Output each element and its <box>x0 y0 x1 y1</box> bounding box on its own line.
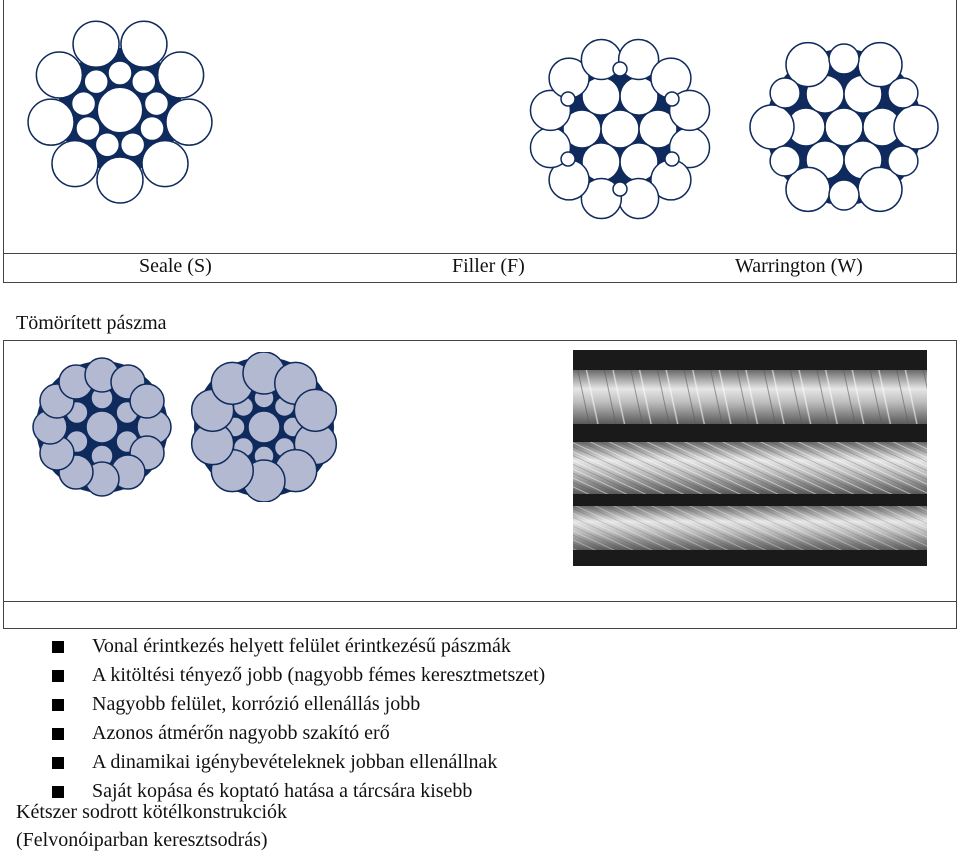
wire-cross-section <box>824 107 864 147</box>
wire-cross-section <box>107 60 133 86</box>
wire-cross-section <box>560 91 576 107</box>
wire-cross-section <box>293 388 338 433</box>
list-item: Nagyobb felület, korrózió ellenállás job… <box>52 690 545 719</box>
compact-caption-row <box>3 601 957 629</box>
warrington-strand-figure <box>749 41 939 213</box>
wire-cross-section <box>887 145 919 177</box>
wire-cross-section <box>769 77 801 109</box>
wire-cross-section <box>580 177 623 220</box>
bullet-square-icon <box>52 669 64 682</box>
warrington-label: Warrington (W) <box>735 255 863 277</box>
advantages-list: Vonal érintkezés helyett felület érintke… <box>52 632 545 806</box>
seale-strand-figure <box>25 15 215 205</box>
wire-cross-section <box>638 109 678 149</box>
list-item: A kitöltési tényező jobb (nagyobb fémes … <box>52 661 545 690</box>
wire-cross-section <box>887 77 919 109</box>
strand-label-row <box>3 253 957 283</box>
wire-cross-section <box>893 104 939 150</box>
list-item: A dinamikai igénybevételeknek jobban ell… <box>52 748 545 777</box>
wire-cross-section <box>156 51 205 99</box>
wire-cross-section <box>70 90 97 117</box>
wire-cross-section <box>72 20 120 68</box>
wire-cross-section <box>120 20 168 68</box>
wire-cross-section <box>749 104 795 150</box>
wire-cross-section <box>51 139 99 188</box>
compact-strand-heading: Tömörített pászma <box>16 312 167 334</box>
bullet-square-icon <box>52 785 64 798</box>
wire-cross-section <box>612 181 628 197</box>
wire-cross-section <box>139 115 165 142</box>
list-item: Azonos átmérőn nagyobb szakító erő <box>52 719 545 748</box>
wire-cross-section <box>83 68 109 95</box>
wire-cross-section <box>143 90 170 117</box>
footer-line-2: (Felvonóiparban keresztsodrás) <box>16 829 268 851</box>
wire-cross-section <box>27 98 75 146</box>
wire-cross-section <box>85 410 119 444</box>
wire-cross-section <box>769 145 801 177</box>
filler-label: Filler (F) <box>452 255 525 277</box>
rope-photo <box>573 350 927 566</box>
wire-cross-section <box>141 139 189 188</box>
wire-cross-section <box>96 156 144 204</box>
wire-cross-section <box>828 179 860 211</box>
wire-cross-section <box>664 151 680 167</box>
list-item: Vonal érintkezés helyett felület érintke… <box>52 632 545 661</box>
compact-strand-figure-1 <box>32 357 172 497</box>
wire-cross-section <box>600 109 640 149</box>
bullet-square-icon <box>52 640 64 653</box>
wire-cross-section <box>664 91 680 107</box>
wire-cross-section <box>75 115 101 142</box>
wire-cross-section <box>560 151 576 167</box>
compact-strand-figure-2 <box>190 352 338 502</box>
list-item: Saját kopása és koptató hatása a tárcsár… <box>52 777 545 806</box>
wire-cross-section <box>165 98 213 146</box>
bullet-square-icon <box>52 756 64 769</box>
wire-cross-section <box>94 132 121 158</box>
bullet-square-icon <box>52 698 64 711</box>
wire-cross-section <box>828 43 860 75</box>
bullet-square-icon <box>52 727 64 740</box>
footer-line-1: Kétszer sodrott kötélkonstrukciók <box>16 801 288 823</box>
wire-cross-section <box>131 68 157 95</box>
wire-cross-section <box>247 410 281 444</box>
seale-label: Seale (S) <box>139 255 212 277</box>
wire-cross-section <box>562 109 602 149</box>
wire-cross-section <box>119 132 146 158</box>
wire-cross-section <box>35 51 84 99</box>
filler-strand-figure <box>529 38 711 220</box>
wire-cross-section <box>612 61 628 77</box>
wire-cross-section <box>617 38 660 81</box>
wire-cross-section <box>129 383 165 419</box>
